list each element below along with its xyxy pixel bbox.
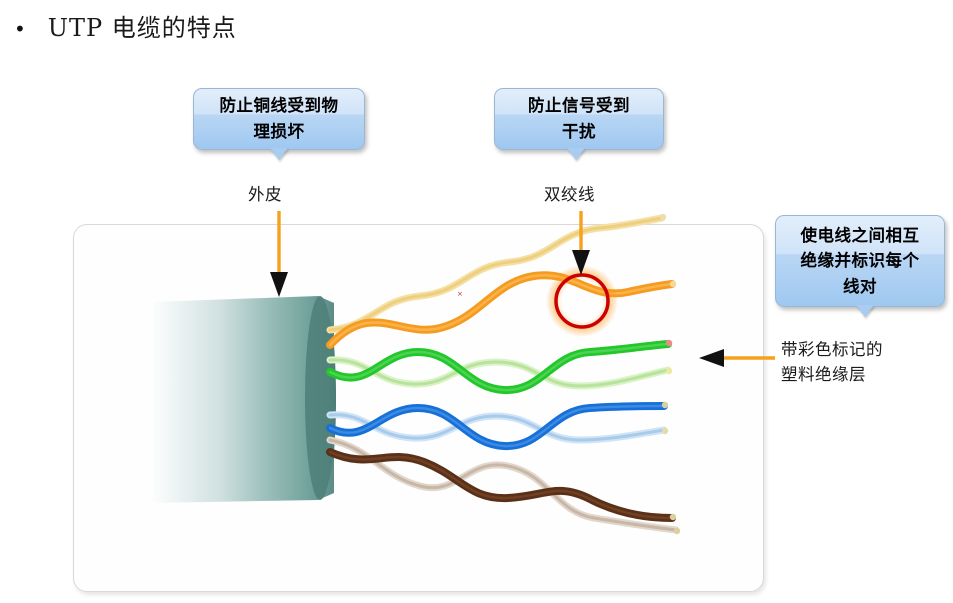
page-title: • UTP 电缆的特点 — [14, 8, 237, 43]
title-text: UTP 电缆的特点 — [47, 14, 237, 42]
callout-insulation-text: 使电线之间相互 绝缘并标识每个 线对 — [800, 225, 920, 296]
callout-prevent-signal-interference[interactable]: 防止信号受到 干扰 — [494, 88, 664, 160]
label-colored-plastic-insulation: 带彩色标记的 塑料绝缘层 — [781, 340, 883, 384]
callout-insulate-and-identify-pairs[interactable]: 使电线之间相互 绝缘并标识每个 线对 — [775, 215, 945, 317]
bullet-icon: • — [14, 17, 26, 41]
label-outer-jacket: 外皮 — [248, 185, 282, 204]
callout-jacket-text: 防止铜线受到物 理损坏 — [219, 96, 339, 141]
label-twisted-pair: 双绞线 — [544, 185, 595, 204]
callout-prevent-physical-damage[interactable]: 防止铜线受到物 理损坏 — [193, 88, 365, 160]
diagram-frame — [73, 224, 764, 592]
callout-tail — [270, 148, 288, 160]
callout-tail — [856, 305, 874, 317]
callout-tail — [567, 148, 585, 160]
callout-twist-text: 防止信号受到 干扰 — [528, 96, 630, 141]
